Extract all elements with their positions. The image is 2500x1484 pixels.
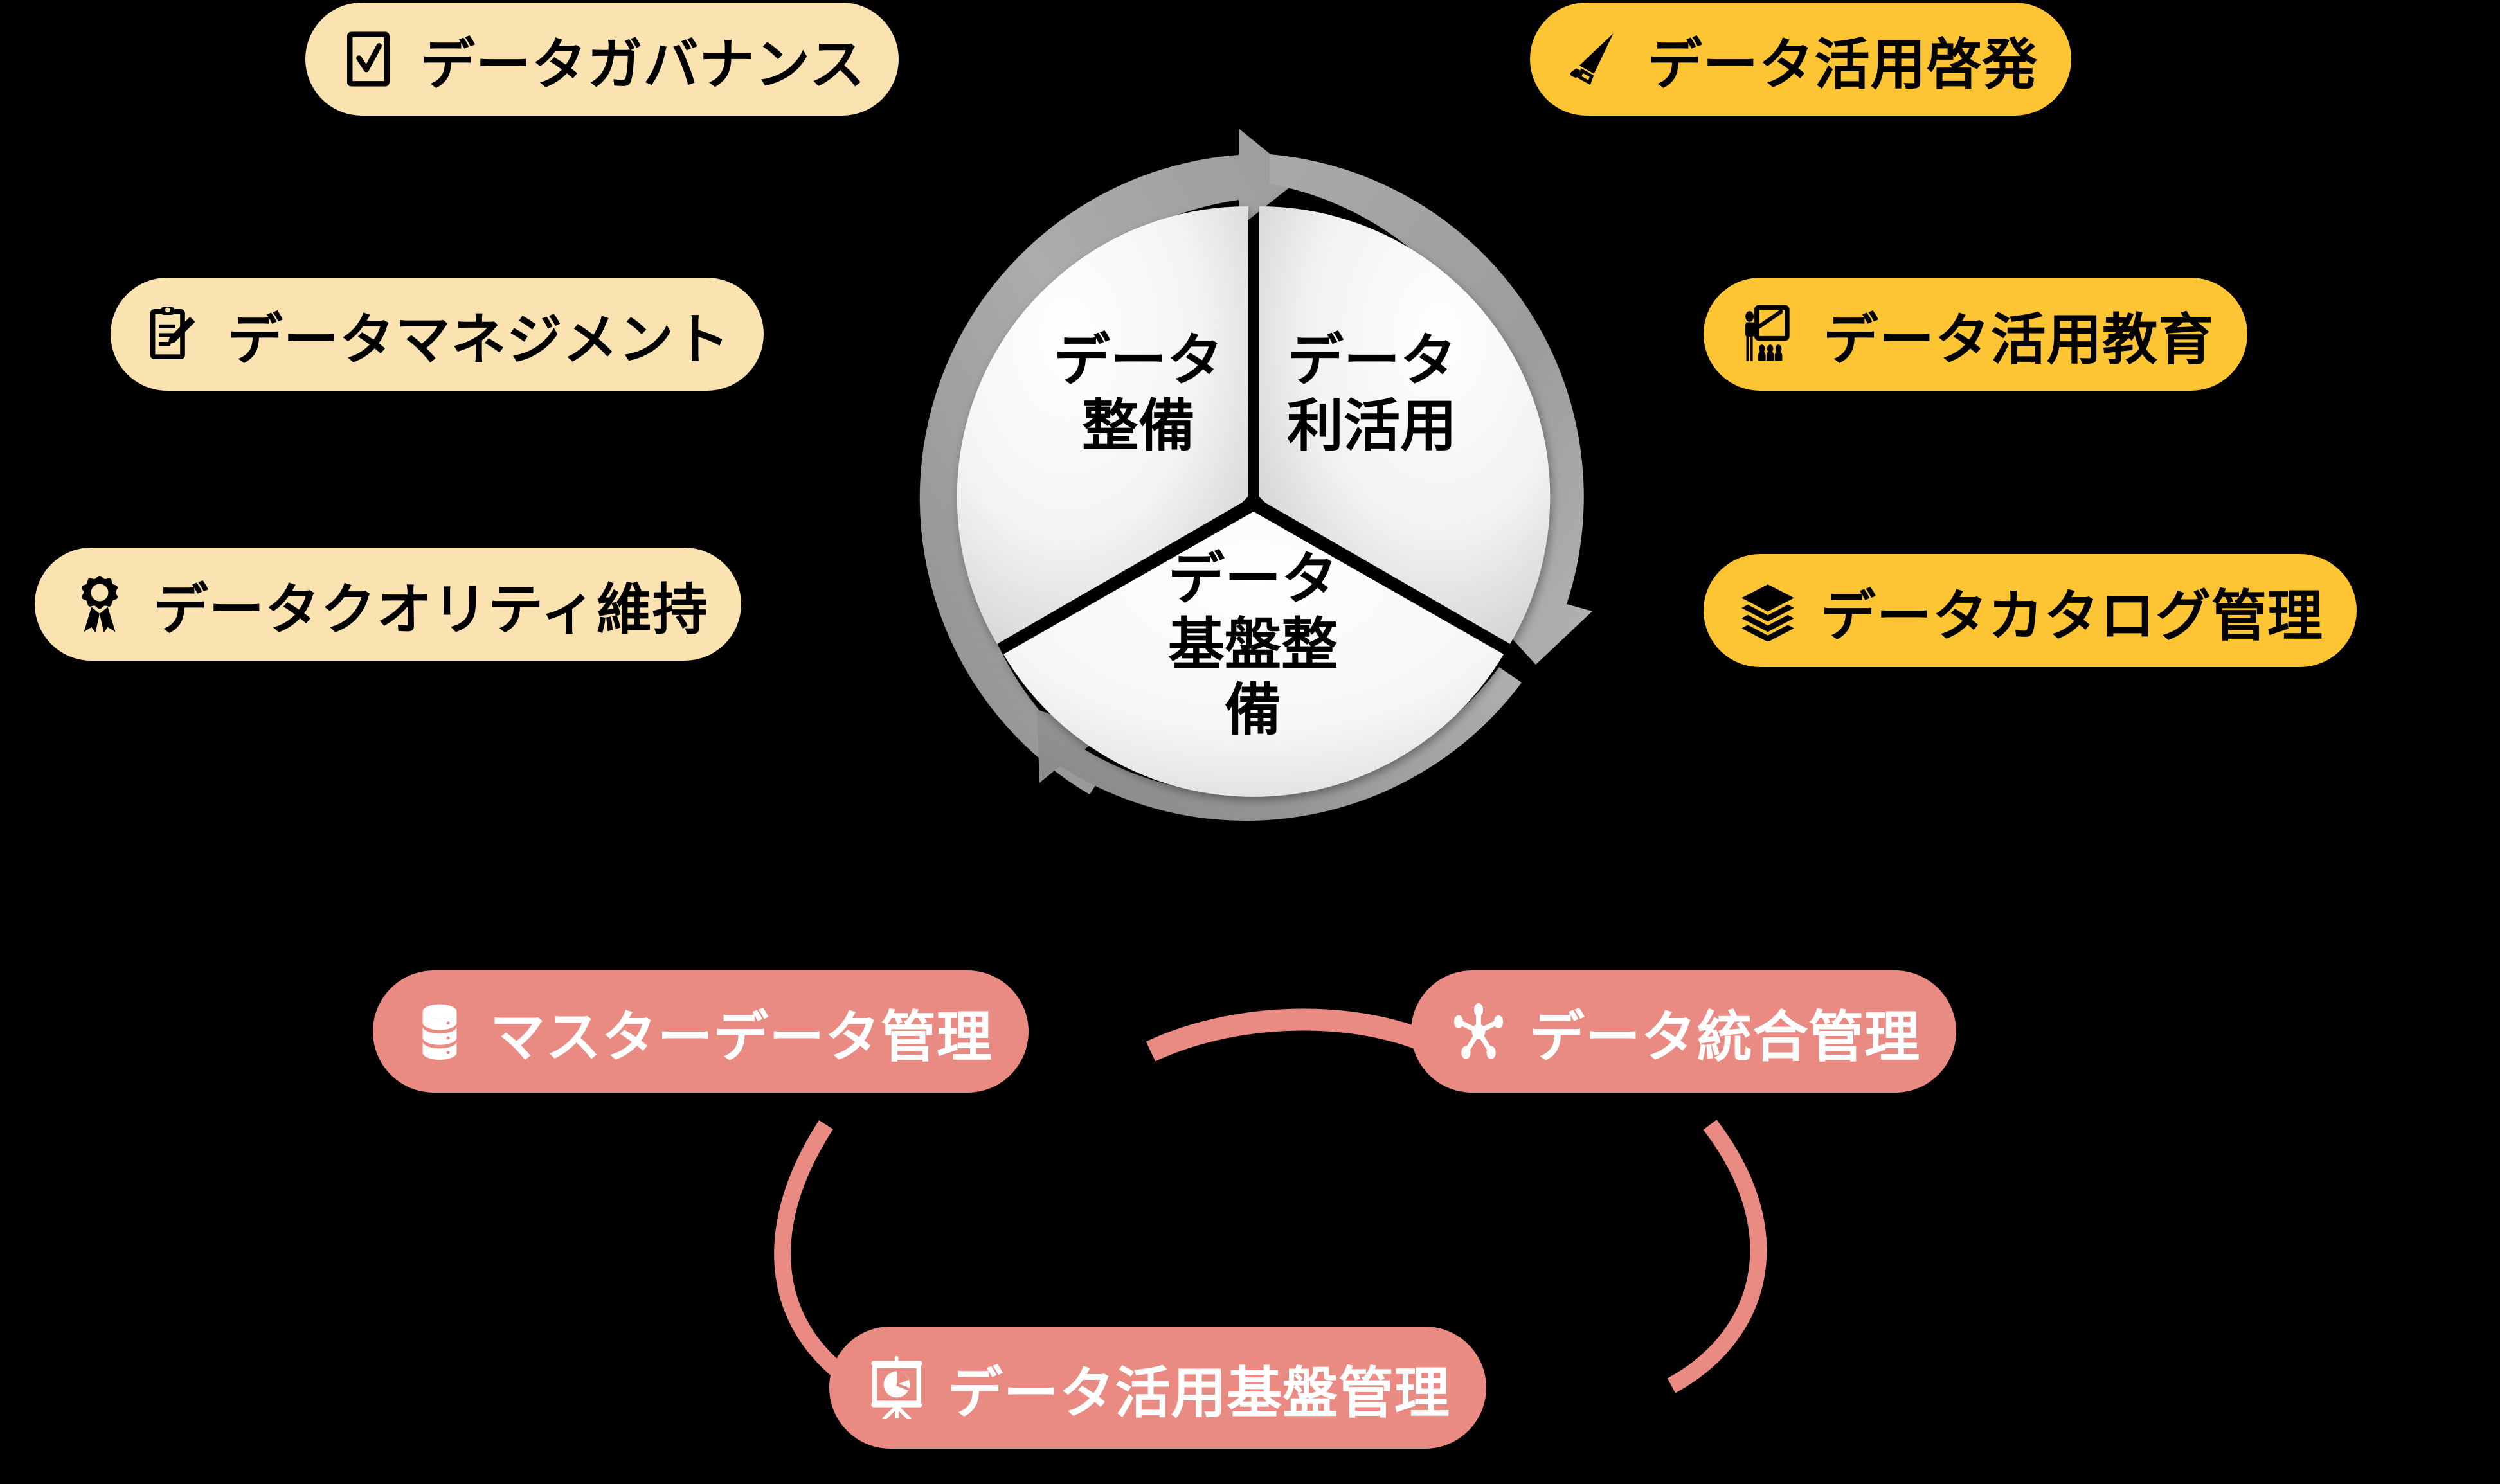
layers-stack-icon bbox=[1737, 580, 1799, 641]
cycle-diagram: データ 整備 データ 利活用 データ 基盤整備 bbox=[871, 114, 1636, 879]
pill-label: データガバナンス bbox=[420, 33, 866, 96]
pill-label: データ活用啓発 bbox=[1647, 33, 2038, 96]
pill-data-awareness[interactable]: データ活用啓発 bbox=[1530, 3, 2072, 116]
pill-label: データ統合管理 bbox=[1529, 1006, 1921, 1068]
presenter-icon bbox=[1737, 302, 1801, 366]
database-icon bbox=[409, 1001, 471, 1062]
pill-label: データクオリティ維持 bbox=[153, 578, 708, 641]
chart-easel-icon bbox=[865, 1356, 928, 1419]
pill-label: データマネジメント bbox=[228, 308, 730, 371]
pill-data-platform-management[interactable]: データ活用基盤管理 bbox=[829, 1327, 1486, 1449]
megaphone-icon bbox=[1563, 28, 1625, 90]
hub-network-icon bbox=[1447, 1000, 1510, 1063]
ribbon-award-icon bbox=[68, 573, 131, 636]
pill-label: データ活用基盤管理 bbox=[948, 1362, 1450, 1424]
pill-master-data-management[interactable]: マスターデータ管理 bbox=[373, 970, 1029, 1093]
pill-data-catalog[interactable]: データカタログ管理 bbox=[1704, 554, 2357, 667]
pill-data-governance[interactable]: データガバナンス bbox=[305, 3, 899, 116]
pill-label: データカタログ管理 bbox=[1821, 585, 2323, 647]
pill-data-integration[interactable]: データ統合管理 bbox=[1411, 970, 1957, 1093]
pill-label: マスターデータ管理 bbox=[490, 1006, 993, 1068]
pill-data-education[interactable]: データ活用教育 bbox=[1704, 278, 2248, 391]
checkbox-icon bbox=[339, 30, 398, 89]
pill-data-quality[interactable]: データクオリティ維持 bbox=[35, 548, 742, 661]
pill-label: データ活用教育 bbox=[1823, 308, 2215, 371]
clipboard-pencil-icon bbox=[144, 303, 206, 365]
pill-data-management[interactable]: データマネジメント bbox=[111, 278, 764, 391]
